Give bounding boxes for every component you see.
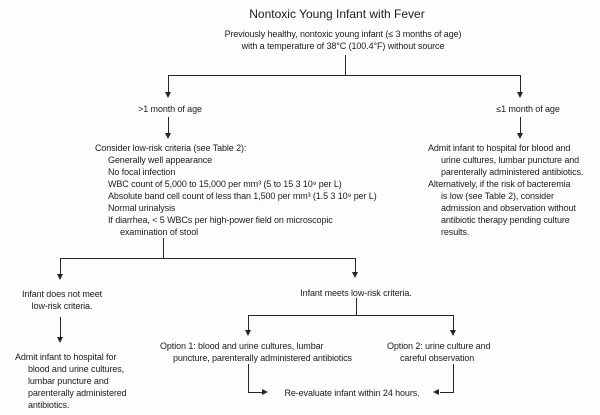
arrow-down-icon: [245, 330, 251, 336]
connector-notmeet-drop: [60, 258, 61, 274]
criteria-line: If diarrhea, < 5 WBCs per high-power fie…: [108, 215, 333, 225]
meets-node: Infant meets low-risk criteria.: [300, 288, 412, 298]
arrow-down-icon: [517, 133, 523, 139]
option2-line1: Option 2: urine culture and: [387, 341, 491, 351]
connector-criteria-stem: [163, 238, 164, 258]
connector-meets-stem: [356, 298, 357, 315]
option1-line2: puncture, parenterally administered anti…: [173, 353, 352, 363]
younger-action-node: Admit infant to hospital for blood and u…: [428, 142, 598, 238]
criteria-line: WBC count of 5,000 to 15,000 per mm³ (5 …: [108, 179, 342, 189]
not-meet-line2: low-risk criteria.: [31, 300, 93, 311]
not-meet-node: Infant does not meet low-risk criteria.: [0, 289, 124, 312]
criteria-line: Absolute band cell count of less than 1,…: [108, 191, 377, 201]
page-title: Nontoxic Young Infant with Fever: [249, 7, 425, 21]
not-meet-line1: Infant does not meet: [21, 289, 103, 299]
arrow-down-icon: [57, 337, 63, 343]
younger-action-line: parenterally administered antibiotics.: [441, 167, 584, 177]
younger-action-line: results.: [441, 227, 470, 237]
connector-younger-drop: [520, 75, 521, 92]
followup-node: Re-evaluate infant within 24 hours.: [284, 388, 420, 398]
not-meet-action-line: parenterally administered: [28, 388, 127, 398]
low-risk-criteria-node: Consider low-risk criteria (see Table 2)…: [95, 142, 425, 238]
arrow-down-icon: [165, 133, 171, 139]
younger-action-line: Alternatively, if the risk of bacteremia: [428, 179, 571, 189]
root-condition-node: Previously healthy, nontoxic young infan…: [193, 29, 493, 52]
criteria-line: No focal infection: [108, 167, 176, 177]
option2-line2: careful observation: [400, 353, 475, 363]
connector-options-rail: [248, 315, 454, 316]
criteria-line: examination of stool: [120, 227, 199, 237]
arrow-right-icon: [262, 389, 268, 395]
younger-action-line: Admit infant to hospital for blood and: [428, 143, 571, 153]
connector-option2-drop: [453, 315, 454, 330]
arrow-down-icon: [165, 92, 171, 98]
criteria-line: Generally well appearance: [108, 155, 213, 165]
not-meet-action-node: Admit infant to hospital for blood and u…: [15, 351, 145, 411]
connector-root-stem: [345, 55, 346, 75]
connector-meets-drop: [355, 258, 356, 272]
option1-node: Option 1: blood and urine cultures, lumb…: [160, 340, 370, 364]
arrow-left-icon: [433, 389, 439, 395]
branch-label-younger: ≤1 month of age: [496, 104, 560, 114]
connector-followup-left-vert: [248, 364, 249, 393]
connector-followup-right-vert: [453, 364, 454, 393]
connector-followup-right-horiz: [440, 392, 454, 393]
option2-node: Option 2: urine culture and careful obse…: [387, 340, 527, 364]
connector-older-drop: [168, 75, 169, 92]
not-meet-action-line: blood and urine cultures,: [28, 364, 125, 374]
younger-action-line: antibiotic therapy pending culture: [441, 215, 570, 225]
not-meet-action-line: antibiotics.: [28, 400, 70, 410]
younger-action-line: is low (see Table 2), consider: [441, 191, 554, 201]
branch-label-older: >1 month of age: [138, 104, 202, 114]
arrow-down-icon: [450, 330, 456, 336]
arrow-down-icon: [57, 274, 63, 280]
connector-followup-left-horiz: [248, 392, 262, 393]
arrow-down-icon: [352, 272, 358, 278]
connector-older-stem2: [168, 117, 169, 133]
connector-meet-rail: [60, 258, 356, 259]
root-condition-line1: Previously healthy, nontoxic young infan…: [224, 29, 462, 39]
arrow-down-icon: [517, 92, 523, 98]
younger-action-line: admission and observation without: [441, 203, 576, 213]
criteria-line: Consider low-risk criteria (see Table 2)…: [95, 143, 247, 153]
younger-action-line: urine cultures, lumbar puncture and: [441, 155, 580, 165]
connector-option1-drop: [248, 315, 249, 330]
criteria-line: Normal urinalysis: [108, 203, 176, 213]
connector-branch-rail: [168, 75, 521, 76]
not-meet-action-line: Admit infant to hospital for: [15, 352, 117, 362]
connector-notmeet-stem2: [60, 317, 61, 337]
not-meet-action-line: lumbar puncture and: [28, 376, 109, 386]
root-condition-line2: with a temperature of 38°C (100.4°F) wit…: [241, 40, 445, 51]
option1-line1: Option 1: blood and urine cultures, lumb…: [160, 341, 324, 351]
connector-younger-stem2: [520, 117, 521, 133]
